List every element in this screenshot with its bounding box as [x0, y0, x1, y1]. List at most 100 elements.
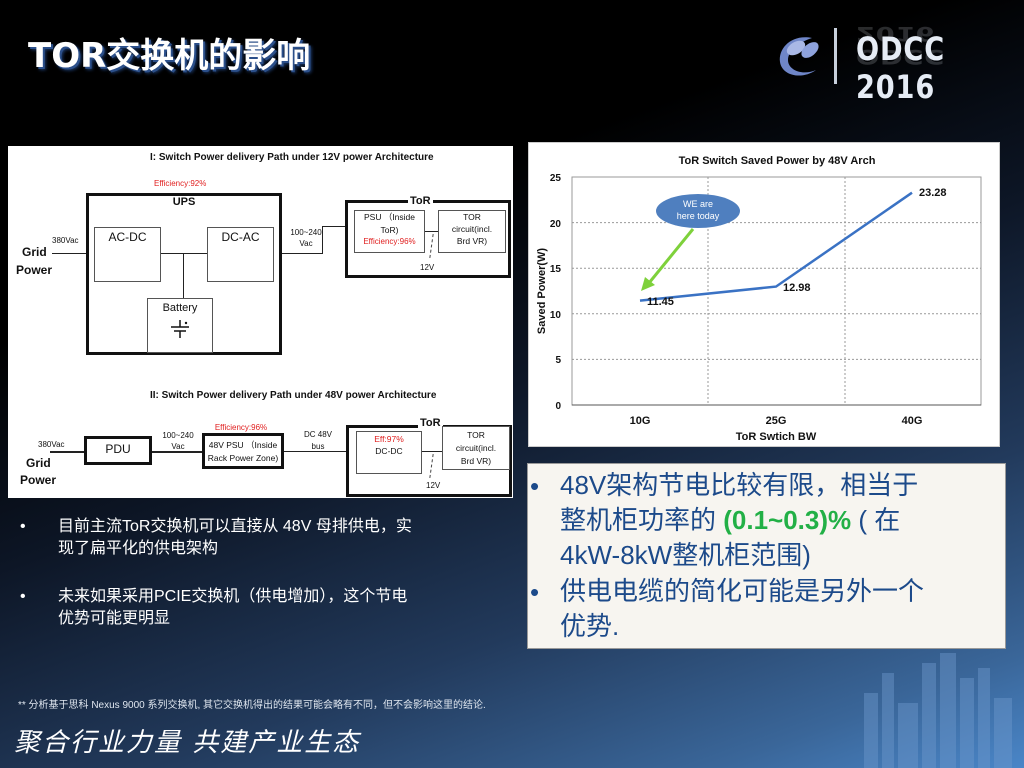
tor-circuit-box-48v — [442, 426, 510, 470]
grid-label: Grid — [22, 245, 47, 259]
conclusion-2-line1: 供电电缆的简化可能是另外一个 — [560, 576, 925, 606]
battery-icon — [171, 320, 189, 338]
psu-box — [354, 210, 425, 253]
psu-efficiency: Efficiency:96% — [363, 237, 416, 246]
connector — [161, 253, 207, 254]
svg-text:12.98: 12.98 — [783, 282, 811, 294]
power-path-diagram: I: Switch Power delivery Path under 12V … — [8, 146, 513, 498]
connector — [322, 226, 323, 254]
odcc-logo: ODCC 2016 ODCC 2016 — [772, 22, 1012, 106]
annotation-line1: WE are — [683, 199, 713, 209]
connector — [52, 253, 86, 254]
logo-reflection: ODCC 2016 — [856, 22, 946, 68]
dcdc-label: DC-DC — [375, 446, 403, 456]
rail-12v-48: 12V — [426, 481, 441, 490]
annotation-bubble — [656, 194, 740, 228]
svg-text:15: 15 — [550, 264, 562, 275]
ac-out-unit: Vac — [299, 239, 313, 248]
tor-label-12v: ToR — [408, 195, 433, 209]
saved-power-chart: ToR Switch Saved Power by 48V Arch 0 5 1… — [528, 142, 1000, 447]
conclusion-2: 供电电缆的简化可能是另外一个 优势. — [560, 574, 1000, 644]
y-tick-labels: 0 5 10 15 20 25 — [550, 173, 562, 412]
percent-highlight: (0.1~0.3)% — [723, 505, 852, 535]
diagram-heading-48v: II: Switch Power delivery Path under 48V… — [150, 390, 437, 401]
input-voltage-48v: 380Vac — [38, 440, 65, 449]
annotation-line2: here today — [677, 211, 720, 221]
conclusion-box: • 48V架构节电比较有限，相当于 整机柜功率的 (0.1~0.3)% ( 在 … — [527, 463, 1006, 649]
tor-circuit-2: circuit(incl. — [451, 224, 493, 234]
svg-text:25: 25 — [550, 173, 562, 184]
logo-divider — [834, 28, 837, 84]
line-chart: ToR Switch Saved Power by 48V Arch 0 5 1… — [536, 155, 982, 443]
dc-bus-2: bus — [311, 442, 325, 451]
dcdc-box — [356, 431, 422, 474]
svg-text:10G: 10G — [630, 415, 651, 427]
connector — [50, 451, 84, 453]
data-labels: 11.45 12.98 23.28 — [647, 187, 947, 308]
conclusion-1: 48V架构节电比较有限，相当于 整机柜功率的 (0.1~0.3)% ( 在 4k… — [560, 468, 1000, 573]
diagram-heading-12v: I: Switch Power delivery Path under 12V … — [150, 152, 434, 163]
svg-text:25G: 25G — [766, 415, 787, 427]
bullet-icon: • — [530, 471, 540, 501]
ac-out-range-2: 100~240 — [162, 431, 194, 440]
dc-bus-1: DC 48V — [303, 430, 332, 439]
tor-circuit-1: TOR — [463, 212, 481, 222]
connector — [322, 226, 356, 227]
bullet-icon: • — [20, 518, 26, 535]
svg-text:5: 5 — [555, 355, 561, 366]
psu-label-2: ToR) — [380, 225, 399, 235]
rail-12v: 12V — [420, 263, 435, 272]
tor-label-48v: ToR — [418, 417, 443, 431]
tor-circuit-48v-3: Brd VR) — [460, 456, 492, 466]
battery-label: Battery — [162, 302, 198, 314]
left-point-1: 目前主流ToR交换机可以直接从 48V 母排供电，实 现了扁平化的供电架构 — [58, 518, 412, 557]
slogan: 聚合行业力量 共建产业生态 — [14, 728, 361, 758]
tor-circuit-box — [438, 210, 506, 253]
annotation-arrow — [647, 228, 695, 284]
conclusion-1-line1: 48V架构节电比较有限，相当于 — [560, 470, 919, 500]
connector — [183, 253, 184, 298]
connector — [422, 451, 442, 452]
series-line — [639, 191, 913, 302]
acdc-label: AC-DC — [108, 230, 147, 244]
x-axis-label: ToR Swtich BW — [736, 431, 817, 443]
connector — [425, 231, 438, 232]
connector — [152, 451, 202, 453]
svg-text:0: 0 — [555, 401, 561, 412]
city-skyline-icon — [864, 653, 1012, 768]
acdc-box — [94, 227, 161, 282]
connector — [282, 253, 322, 254]
psu48-box — [202, 433, 284, 469]
conclusion-1-line3: 4kW-8kW整机柜范围) — [560, 540, 811, 570]
psu48-label-2: Rack Power Zone) — [207, 453, 279, 463]
slide-title: TOR交换机的影响 — [28, 36, 311, 76]
conclusion-2-line2: 优势. — [560, 611, 620, 641]
svg-text:40G: 40G — [902, 415, 923, 427]
footnote: ** 分析基于思科 Nexus 9000 系列交换机, 其它交换机得出的结果可能… — [18, 700, 486, 711]
connector — [284, 451, 356, 452]
arrow-head-icon — [641, 277, 655, 291]
left-point-2: 未来如果采用PCIE交换机（供电增加），这个节电 优势可能更明显 — [58, 588, 408, 627]
grid-power-label-2: Power — [20, 473, 57, 487]
psu-label-1: PSU （Inside — [363, 212, 416, 222]
psu48-efficiency: Efficiency:96% — [214, 423, 268, 432]
svg-text:20: 20 — [550, 219, 562, 230]
conclusion-1-line2: 整机柜功率的 (0.1~0.3)% ( 在 — [560, 505, 901, 535]
tor-circuit-48v-2: circuit(incl. — [455, 443, 497, 453]
odcc-leaf-logo-icon — [779, 37, 819, 76]
y-axis-label: Saved Power(W) — [536, 248, 548, 335]
ac-out-unit-2: Vac — [171, 442, 185, 451]
ups-label: UPS — [172, 196, 196, 208]
x-tick-labels: 10G 25G 40G — [630, 415, 923, 427]
tor-circuit-3: Brd VR) — [456, 236, 488, 246]
bullet-icon: • — [20, 588, 26, 605]
svg-text:10: 10 — [550, 310, 562, 321]
input-voltage-12v: 380Vac — [52, 236, 79, 245]
gridlines — [572, 177, 981, 405]
pdu-box — [84, 436, 152, 465]
pdu-label: PDU — [105, 442, 131, 456]
ac-out-range: 100~240 — [290, 228, 322, 237]
bullet-icon: • — [530, 577, 540, 607]
ups-efficiency: Efficiency:92% — [154, 179, 207, 188]
grid-power-label: Power — [16, 263, 53, 277]
